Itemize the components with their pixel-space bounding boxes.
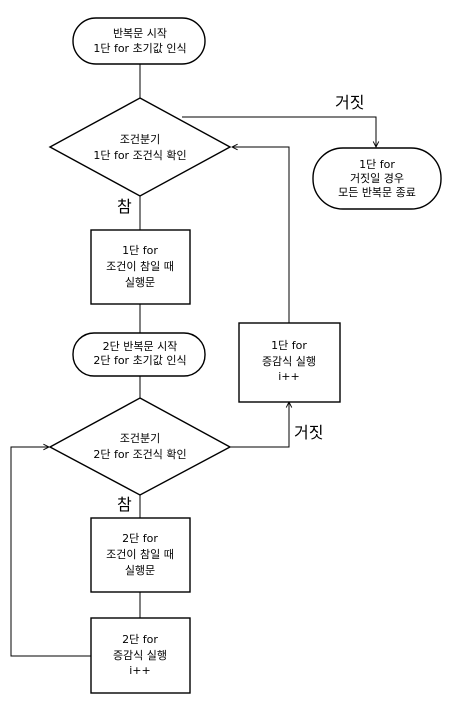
cond-inner-line-1: 조건분기 xyxy=(120,432,160,445)
inc-inner-line-1: 2단 for xyxy=(122,633,158,646)
body-inner-line-1: 2단 for xyxy=(122,532,158,545)
node-start-outer: 반복문 시작 1단 for 초기값 인식 xyxy=(72,17,206,65)
edge-cond-outer-false-to-end xyxy=(182,116,376,147)
node-cond-outer: 조건분기 1단 for 조건식 확인 xyxy=(48,97,232,197)
node-inc-outer: 1단 for 증감식 실행 i++ xyxy=(238,322,341,403)
label-inner-true: 참 xyxy=(117,495,132,514)
edge-cond-inner-false-to-inc-outer xyxy=(230,402,289,448)
node-cond-inner: 조건분기 2단 for 조건식 확인 xyxy=(48,397,232,496)
edges xyxy=(10,64,376,657)
inc-outer-line-2: 증감식 실행 xyxy=(262,355,316,368)
edge-inc-inner-to-cond-inner xyxy=(10,447,91,657)
label-outer-true: 참 xyxy=(117,197,132,216)
cond-outer-line-2: 1단 for 조건식 확인 xyxy=(93,149,186,162)
body-outer-line-1: 1단 for xyxy=(122,244,158,257)
label-inner-false: 거짓 xyxy=(294,423,323,442)
node-body-inner: 2단 for 조건이 참일 때 실행문 xyxy=(90,517,191,593)
start-inner-line-2: 2단 for 초기값 인식 xyxy=(93,354,186,367)
inc-outer-line-1: 1단 for xyxy=(271,339,307,352)
start-inner-line-1: 2단 반복문 시작 xyxy=(103,340,178,353)
cond-inner-line-2: 2단 for 조건식 확인 xyxy=(93,448,186,461)
inc-inner-line-2: 증감식 실행 xyxy=(113,649,167,662)
start-outer-line-1: 반복문 시작 xyxy=(113,27,167,40)
end-line-1: 1단 for xyxy=(359,158,395,171)
body-inner-line-2: 조건이 참일 때 xyxy=(106,547,174,561)
node-start-inner: 2단 반복문 시작 2단 for 초기값 인식 xyxy=(72,332,206,377)
cond-outer-line-1: 조건분기 xyxy=(120,133,160,146)
inc-inner-line-3: i++ xyxy=(129,664,151,677)
body-inner-line-3: 실행문 xyxy=(125,564,155,577)
end-line-3: 모든 반복문 종료 xyxy=(338,186,416,199)
node-end: 1단 for 거짓일 경우 모든 반복문 종료 xyxy=(312,147,442,210)
node-body-outer: 1단 for 조건이 참일 때 실행문 xyxy=(90,229,191,305)
start-outer-line-2: 1단 for 초기값 인식 xyxy=(93,42,186,55)
node-inc-inner: 2단 for 증감식 실행 i++ xyxy=(90,617,191,694)
inc-outer-line-3: i++ xyxy=(278,370,300,383)
body-outer-line-3: 실행문 xyxy=(125,276,155,289)
body-outer-line-2: 조건이 참일 때 xyxy=(106,259,174,273)
label-outer-false: 거짓 xyxy=(335,93,364,112)
end-line-2: 거짓일 경우 xyxy=(350,171,404,185)
edge-inc-outer-to-cond-outer xyxy=(232,147,290,323)
